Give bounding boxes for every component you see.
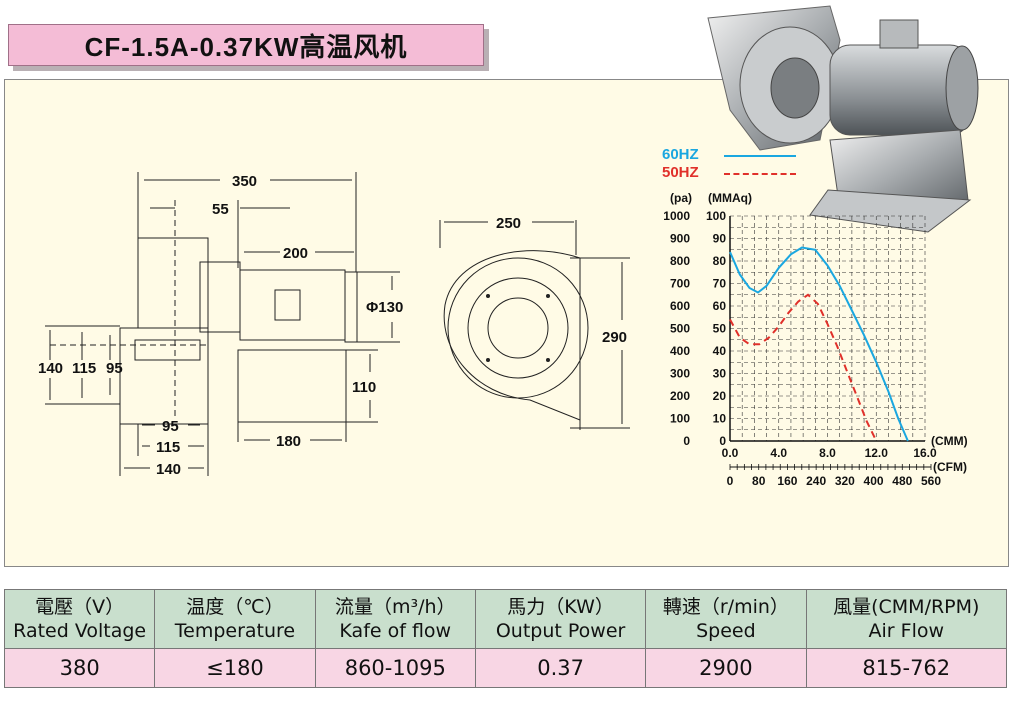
value-flow: 860-1095 [314,648,476,688]
side-terminal-box [274,289,301,321]
series-line-60hz [729,246,909,442]
dim-95-horiz: 95 [162,418,179,435]
front-scroll [443,250,581,421]
side-motor-cap [344,271,358,343]
cmm-tick-label: 12.0 [865,446,889,460]
x-axis-label-cmm: (CMM) [931,434,968,448]
dim-250: 250 [496,215,521,232]
spec-table: 電壓（V）Rated Voltage 温度（℃）Temperature 流量（m… [3,589,1008,688]
pa-tick-label: 100 [670,412,690,426]
legend-50hz-line [724,173,796,175]
pa-tick-label: 900 [670,232,690,246]
side-housing [137,237,209,329]
pa-tick-label: 500 [670,322,690,336]
pa-tick-label: 800 [670,254,690,268]
mmaq-tick-label: 60 [713,299,727,313]
mmaq-tick-label: 20 [713,389,727,403]
mmaq-tick-label: 90 [713,232,727,246]
pa-tick-label: 400 [670,344,690,358]
dim-115-horiz: 115 [156,439,180,456]
mmaq-tick-label: 30 [713,367,727,381]
value-power: 0.37 [474,648,647,688]
cmm-tick-label: 0.0 [722,446,739,460]
cfm-tick-label: 480 [892,474,912,488]
mmaq-tick-label: 10 [713,412,727,426]
side-outlet-inner [134,339,201,361]
spec-value-row: 380 ≤180 860-1095 0.37 2900 815-762 [3,648,1008,688]
pa-tick-label: 1000 [663,209,690,223]
cfm-tick-label: 320 [835,474,855,488]
pa-tick-label: 200 [670,389,690,403]
legend-60hz-line [724,155,796,157]
mmaq-tick-label: 100 [706,209,726,223]
y-axis-label-pa: (pa) [670,191,692,205]
pa-tick-label: 300 [670,367,690,381]
side-view-drawing: 350 55 200 Φ130 110 180 140 115 95 95 11… [38,172,403,478]
side-outlet [119,327,209,425]
cfm-tick-label: 240 [806,474,826,488]
legend-60hz-label: 60HZ [662,146,699,163]
series-line-50hz [729,293,878,442]
dim-200: 200 [283,245,308,262]
title-banner: CF-1.5A-0.37KW高温风机 [8,24,484,66]
page-title: CF-1.5A-0.37KW高温风机 [84,31,408,62]
legend-60hz: 60HZ [662,146,802,164]
dim-110: 110 [352,379,376,396]
dim-290: 290 [602,329,627,346]
pa-tick-label: 600 [670,299,690,313]
value-airflow: 815-762 [805,648,1008,688]
cfm-tick-label: 160 [777,474,797,488]
cmm-tick-label: 8.0 [819,446,836,460]
header-power: 馬力（KW）Output Power [474,589,647,649]
cfm-tick-label: 400 [864,474,884,488]
value-temperature: ≤180 [154,648,316,688]
cmm-tick-label: 16.0 [913,446,937,460]
header-speed: 轉速（r/min）Speed [645,589,807,649]
cfm-tick-label: 80 [752,474,766,488]
mmaq-tick-label: 70 [713,277,727,291]
header-voltage: 電壓（V）Rated Voltage [3,589,156,649]
side-flange [199,261,241,333]
legend-50hz: 50HZ [662,164,802,182]
mmaq-tick-label: 0 [719,434,726,448]
mmaq-tick-label: 40 [713,344,727,358]
cmm-tick-label: 4.0 [770,446,787,460]
dim-350: 350 [232,173,257,190]
side-motor-body [239,269,346,341]
mmaq-tick-label: 80 [713,254,727,268]
value-speed: 2900 [645,648,807,688]
front-outer-ring [447,257,589,399]
cfm-tick-label: 560 [921,474,941,488]
dim-140-horiz: 140 [156,461,181,478]
y-axis-label-mmaq: (MMAq) [708,191,752,205]
dim-phi130: Φ130 [366,299,403,316]
dim-55: 55 [212,201,229,218]
pa-tick-label: 700 [670,277,690,291]
legend-50hz-label: 50HZ [662,164,699,181]
header-airflow: 風量(CMM/RPM)Air Flow [805,589,1008,649]
pa-tick-label: 0 [683,434,690,448]
dim-95-vert: 95 [106,360,123,377]
fan-product-photo [707,5,979,233]
value-voltage: 380 [3,648,156,688]
front-view-drawing: 250 290 [439,215,630,430]
mmaq-tick-label: 50 [713,322,727,336]
legend: 60HZ 50HZ [662,146,802,186]
header-temperature: 温度（℃）Temperature [154,589,316,649]
x-axis-label-cfm: (CFM) [933,460,967,474]
spec-header-row: 電壓（V）Rated Voltage 温度（℃）Temperature 流量（m… [3,589,1008,649]
header-flow: 流量（m³/h）Kafe of flow [314,589,476,649]
performance-chart: 1000900800700600500400300200100010090807… [663,191,968,488]
dim-180: 180 [276,433,301,450]
dim-140-vert: 140 [38,360,63,377]
cfm-tick-label: 0 [727,474,734,488]
side-base [237,349,347,423]
dim-115-vert: 115 [72,360,96,377]
front-mid-ring [467,277,569,379]
front-inner-ring [487,297,549,359]
